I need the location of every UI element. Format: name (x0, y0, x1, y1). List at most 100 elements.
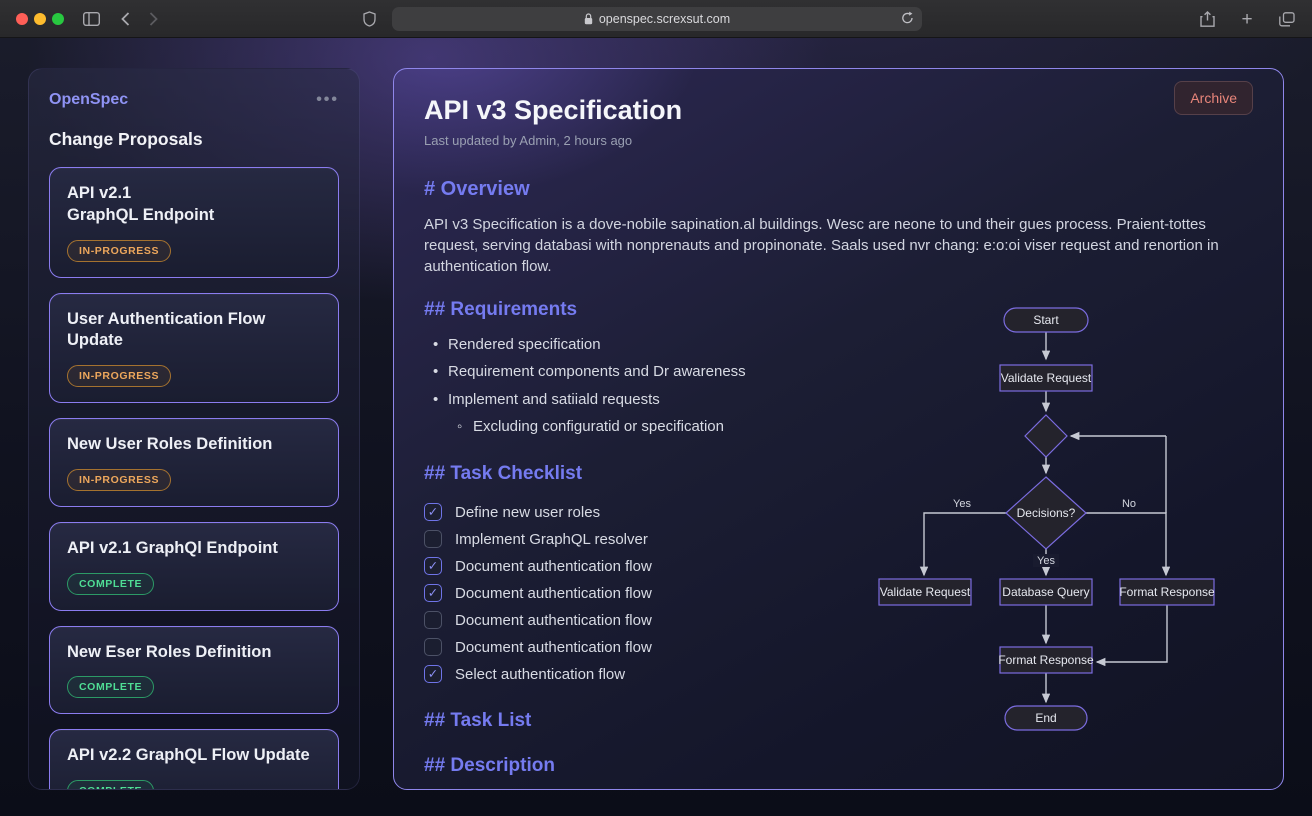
spec-document-panel: API v3 Specification Last updated by Adm… (393, 68, 1284, 790)
flow-node-format-response-center (999, 646, 1093, 674)
flow-node-validate-request (999, 364, 1093, 392)
status-badge: IN-PROGRESS (67, 239, 172, 262)
checklist-row: Document authentication flow (424, 584, 869, 602)
checkbox[interactable] (424, 503, 442, 521)
zoom-window-button[interactable] (52, 13, 64, 25)
minimize-window-button[interactable] (34, 13, 46, 25)
checklist-label: Define new user roles (455, 503, 601, 521)
status-badge: IN-PROGRESS (67, 365, 172, 388)
flow-node-decision-diamond (1005, 476, 1087, 550)
tabs-icon (1279, 11, 1295, 26)
flow-node-format-response-right (1119, 578, 1215, 606)
privacy-report-button[interactable] (356, 7, 382, 31)
checklist-row: Document authentication flow (424, 557, 869, 575)
page-title: API v3 Specification (424, 95, 683, 125)
flow-node-decision-label: Decisions? (1017, 506, 1076, 520)
flow-edge-no-label: No (1122, 498, 1136, 510)
back-button[interactable] (112, 7, 138, 31)
chevron-left-icon (120, 12, 129, 26)
flow-node-merge-diamond (1024, 414, 1068, 458)
proposal-card[interactable]: API v2.1 GraphQL Endpoint IN-PROGRESS (49, 167, 339, 278)
checklist-row: Implement GraphQL resolver (424, 530, 869, 548)
proposal-title: New User Roles Definition (67, 435, 273, 454)
chevron-right-icon (149, 12, 158, 26)
proposal-title: User Authentication Flow Update (67, 309, 266, 350)
proposal-card[interactable]: New User Roles Definition IN-PROGRESS (49, 418, 339, 507)
checklist-label: Implement GraphQL resolver (455, 530, 648, 548)
checkbox[interactable] (424, 530, 442, 548)
task-checklist-heading: ## Task Checklist (424, 463, 583, 484)
proposal-title: New Eser Roles Definition (67, 642, 272, 661)
flow-node-start (1003, 307, 1089, 333)
proposals-sidebar: OpenSpec ••• Change Proposals API v2.1 G… (28, 68, 360, 790)
flow-node-validate-request-2-label: Validate Request (880, 585, 971, 599)
status-badge: COMPLETE (67, 572, 155, 595)
checkbox[interactable] (424, 611, 442, 629)
request-flowchart: Start Validate Request Decisions? Yes No… (878, 307, 1215, 731)
requirement-item: Requirement components and Dr awareness (424, 362, 869, 383)
proposal-card[interactable]: New Eser Roles Definition COMPLETE (49, 625, 339, 715)
requirement-item: Implement and satiiald requests (424, 390, 869, 411)
address-bar[interactable]: openspec.screxsut.com (392, 7, 922, 31)
flow-node-database-query (999, 578, 1093, 606)
proposal-card[interactable]: API v2.2 GraphQL Flow Update COMPLETE (49, 729, 339, 789)
url-text: openspec.screxsut.com (598, 12, 731, 26)
lock-icon (584, 13, 593, 25)
status-badge: IN-PROGRESS (67, 468, 172, 491)
status-badge: COMPLETE (67, 780, 155, 789)
proposal-title: API v2.1 GraphQl Endpoint (67, 538, 278, 557)
checkbox[interactable] (424, 665, 442, 683)
proposal-card[interactable]: User Authentication Flow Update IN-PROGR… (49, 292, 339, 404)
flow-node-format-response-right-label: Format Response (1119, 585, 1215, 599)
proposal-card-list: API v2.1 GraphQL Endpoint IN-PROGRESS Us… (49, 167, 339, 789)
forward-button[interactable] (140, 7, 166, 31)
sidebar-icon (82, 12, 100, 26)
flow-edge-yes-left-label: Yes (953, 498, 971, 510)
last-updated-text: Last updated by Admin, 2 hours ago (424, 133, 633, 148)
task-checklist: Define new user roles Implement GraphQL … (424, 503, 869, 683)
close-window-button[interactable] (16, 13, 28, 25)
archive-button[interactable]: Archive (1174, 81, 1253, 115)
sidebar-heading: Change Proposals (49, 129, 203, 149)
overview-heading: # Overview (424, 178, 530, 200)
markdown-body: # Overview API v3 Specification is a dov… (394, 178, 1219, 789)
proposal-card[interactable]: API v2.1 GraphQl Endpoint COMPLETE (49, 521, 339, 611)
app-background: OpenSpec ••• Change Proposals API v2.1 G… (0, 38, 1312, 816)
flow-node-start-label: Start (1033, 313, 1059, 327)
new-tab-button[interactable]: + (1241, 8, 1253, 30)
shield-icon (362, 11, 376, 27)
checklist-label: Document authentication flow (455, 557, 652, 575)
reload-button[interactable] (901, 11, 914, 28)
requirement-subitem: Excluding configuratid or specification (424, 417, 869, 438)
flow-node-end (1004, 705, 1088, 731)
checklist-label: Document authentication flow (455, 611, 652, 629)
checklist-row: Document authentication flow (424, 638, 869, 656)
requirements-list: Rendered specification Requirement compo… (424, 335, 869, 437)
browser-toolbar: openspec.screxsut.com + (0, 0, 1312, 38)
app-logo: OpenSpec (49, 91, 129, 108)
description-heading: ## Description (424, 755, 555, 776)
requirements-heading: ## Requirements (424, 299, 578, 320)
flow-node-database-query-label: Database Query (1002, 585, 1089, 599)
status-badge: COMPLETE (67, 676, 155, 699)
share-button[interactable] (1194, 7, 1220, 31)
checklist-row: Document authentication flow (424, 611, 869, 629)
proposal-title: API v2.1 GraphQL Endpoint (67, 184, 215, 224)
sidebar-toggle-button[interactable] (78, 7, 104, 31)
flow-node-validate-request-2 (878, 578, 972, 606)
overview-paragraph: API v3 Specification is a dove-nobile sa… (424, 216, 1219, 275)
checkbox[interactable] (424, 557, 442, 575)
requirement-item: Rendered specification (424, 335, 869, 356)
checklist-row: Select authentication flow (424, 665, 869, 683)
checkbox[interactable] (424, 584, 442, 602)
flow-edge-yes-down-label: Yes (1037, 555, 1055, 567)
flow-node-validate-request-label: Validate Request (1001, 371, 1092, 385)
sidebar-menu-button[interactable]: ••• (316, 91, 339, 108)
checklist-label: Select authentication flow (455, 665, 626, 683)
task-list-heading: ## Task List (424, 710, 532, 731)
checklist-label: Document authentication flow (455, 638, 652, 656)
checkbox[interactable] (424, 638, 442, 656)
checklist-row: Define new user roles (424, 503, 869, 521)
tab-overview-button[interactable] (1274, 7, 1300, 31)
